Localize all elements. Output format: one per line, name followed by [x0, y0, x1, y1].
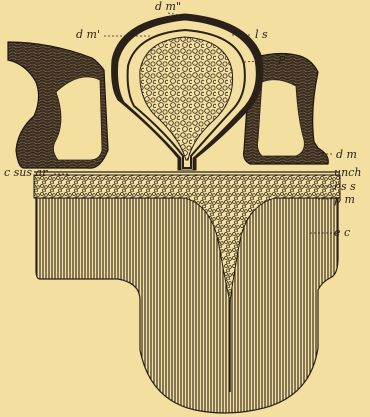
label-dm-top: d m" — [155, 0, 181, 13]
label-pm: p m — [334, 193, 355, 206]
label-unch: unch — [334, 166, 361, 179]
label-csusar: c sus ar — [4, 166, 48, 179]
epithelial-body — [36, 198, 338, 413]
label-ec: e c — [334, 226, 350, 239]
label-dm-right: d m — [336, 148, 357, 161]
left-inner-cavity — [53, 77, 102, 160]
label-dm-left: d m' — [76, 28, 100, 41]
label-p: P — [277, 54, 286, 67]
label-ls: l s — [255, 28, 268, 41]
bulb-cellular-core — [140, 37, 233, 160]
label-lss: l s s — [334, 180, 356, 193]
